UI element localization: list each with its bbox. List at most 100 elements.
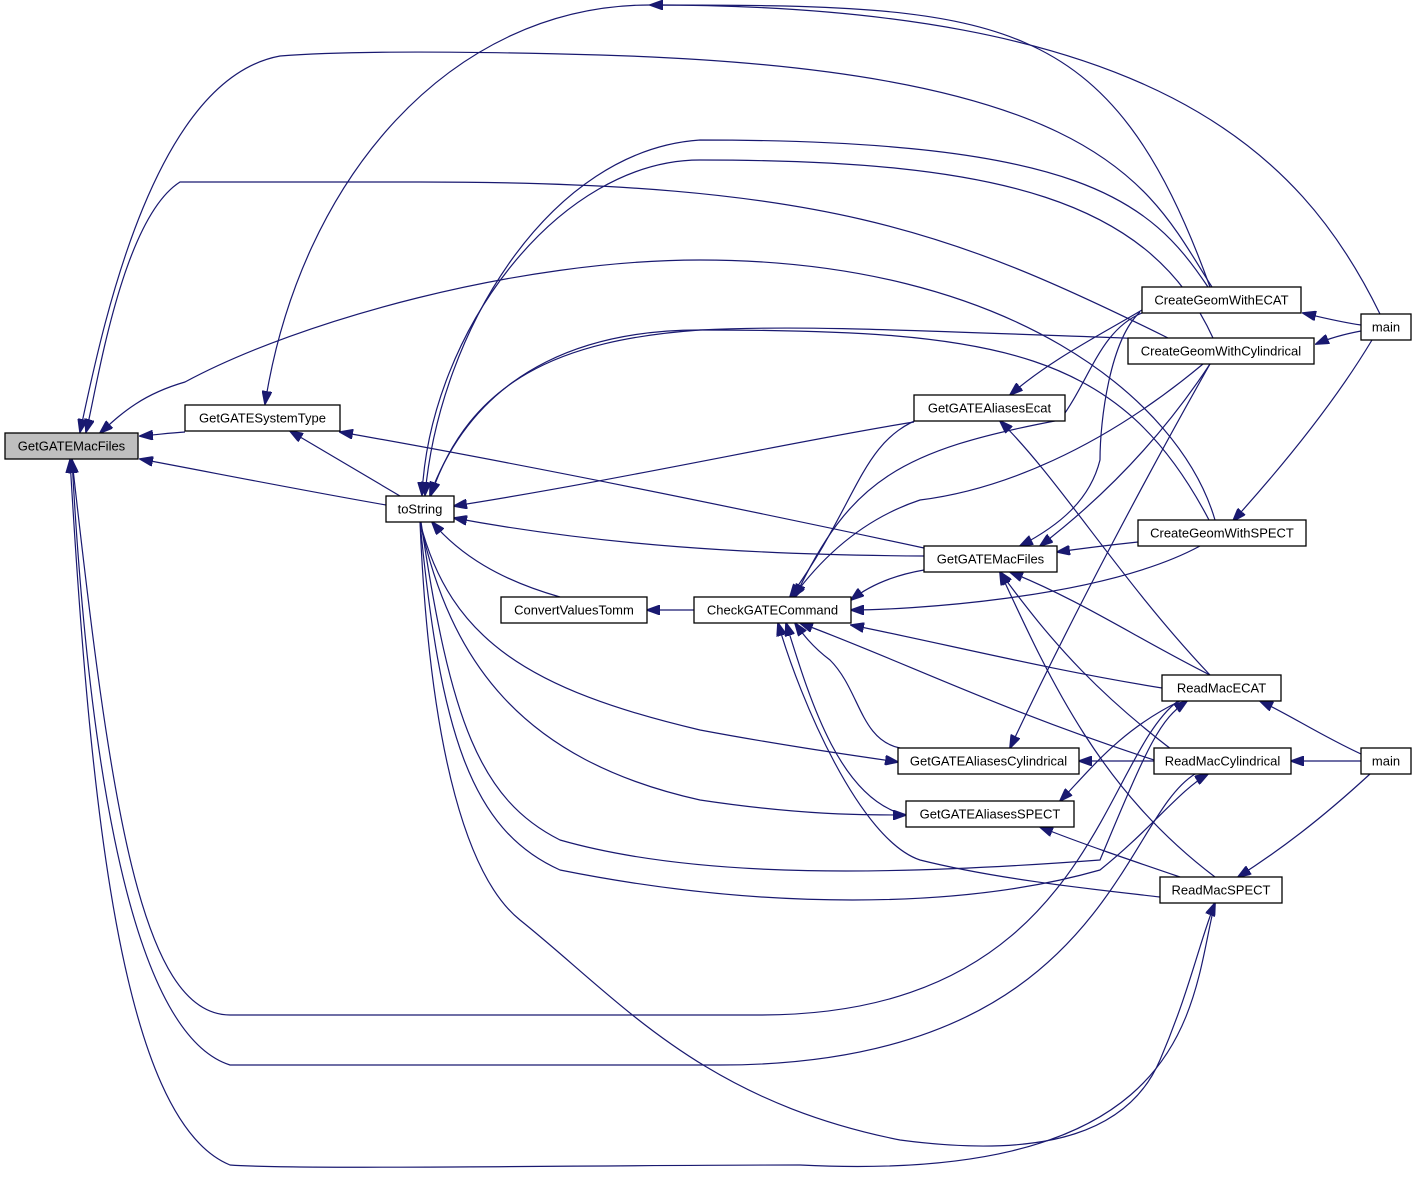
node-label: ReadMacSPECT — [1172, 883, 1271, 898]
edge-geomecat-to-macfiles2 — [1020, 311, 1141, 546]
node-main2[interactable]: main — [1360, 747, 1412, 775]
node-label: GetGATEAliasesCylindrical — [910, 754, 1067, 769]
node-label: CreateGeomWithECAT — [1154, 293, 1288, 308]
node-box — [500, 596, 648, 624]
edge-macfiles2-to-tostring — [454, 518, 925, 557]
edge-readcyl-to-root — [72, 460, 1196, 1066]
edge-ecatalias-to-check — [790, 416, 925, 597]
edge-readecat-to-check — [851, 625, 1163, 689]
node-readecat[interactable]: ReadMacECAT — [1161, 674, 1282, 702]
node-systype[interactable]: GetGATESystemType — [184, 404, 341, 432]
edge-tostring-to-readcyl — [419, 521, 1208, 901]
edge-geomspect-to-macfiles2 — [1057, 541, 1139, 552]
node-box — [1360, 313, 1412, 341]
node-label: ReadMacECAT — [1177, 681, 1266, 696]
edge-geomecat-to-systype — [265, 4, 1211, 404]
node-box — [923, 545, 1058, 573]
node-geomcyl[interactable]: CreateGeomWithCylindrical — [1127, 337, 1315, 365]
edge-tostring-to-readecat — [420, 521, 1187, 872]
edge-readecat-to-root — [72, 460, 1179, 1016]
node-box — [184, 404, 341, 432]
edge-convert-to-tostring — [432, 522, 561, 598]
node-box — [905, 800, 1075, 828]
edge-readspect-to-check — [778, 623, 1161, 898]
node-label: GetGATESystemType — [199, 411, 326, 426]
edge-geomcyl-to-tostring — [422, 159, 1214, 495]
node-cylalias[interactable]: GetGATEAliasesCylindrical — [897, 747, 1080, 775]
node-label: ConvertValuesTomm — [514, 603, 634, 618]
node-box — [1159, 876, 1283, 904]
node-box — [897, 747, 1080, 775]
node-readcyl[interactable]: ReadMacCylindrical — [1153, 747, 1292, 775]
edge-readspect-to-macfiles2 — [1000, 572, 1216, 878]
node-box — [913, 394, 1066, 422]
edge-geomecat-to-tostring — [425, 139, 1209, 495]
node-label: GetGATEAliasesEcat — [928, 401, 1052, 416]
node-box — [1360, 747, 1412, 775]
edge-readecat-to-ecatalias — [1000, 421, 1211, 676]
edge-spectalias-to-check — [786, 623, 907, 816]
node-label: CheckGATECommand — [707, 603, 838, 618]
node-main1[interactable]: main — [1360, 313, 1412, 341]
node-label: GetGATEAliasesSPECT — [920, 807, 1061, 822]
edge-geomspect-to-root — [100, 259, 1216, 521]
node-label: ReadMacCylindrical — [1165, 754, 1281, 769]
edge-readecat-to-spectalias — [1060, 700, 1181, 801]
node-label: GetGATEMacFiles — [937, 552, 1045, 567]
node-box — [1141, 286, 1302, 314]
edge-macfiles2-to-systype — [340, 432, 925, 549]
node-root[interactable]: GetGATEMacFiles — [4, 432, 139, 460]
node-box — [1127, 337, 1315, 365]
edge-tostring-to-cylalias — [419, 521, 898, 762]
node-box — [693, 596, 852, 624]
node-label: CreateGeomWithCylindrical — [1141, 344, 1301, 359]
edge-readspect-to-spectalias — [1040, 827, 1181, 878]
node-box — [385, 495, 455, 523]
edge-geomcyl-to-root — [86, 181, 1169, 432]
graph-edges — [70, 4, 1381, 1168]
node-box — [1161, 674, 1282, 702]
edge-geomecat-to-root — [80, 51, 1213, 432]
edge-readcyl-to-check — [800, 623, 1155, 761]
node-check[interactable]: CheckGATECommand — [693, 596, 852, 624]
node-label: main — [1372, 320, 1400, 335]
edge-tostring-to-root — [140, 459, 387, 506]
edge-main2-to-readspect — [1238, 773, 1371, 877]
edge-systype-to-root — [140, 432, 186, 436]
node-tostring[interactable]: toString — [385, 495, 455, 523]
edge-geomcyl-to-check — [793, 363, 1204, 597]
node-convert[interactable]: ConvertValuesTomm — [500, 596, 648, 624]
edge-main2-to-readecat — [1260, 701, 1362, 755]
edge-tostring-to-readspect — [419, 521, 1215, 1147]
edge-tostring-to-systype — [290, 431, 401, 497]
edge-ecatalias-to-tostring — [454, 421, 915, 506]
edge-main1-to-systype — [650, 5, 1381, 315]
node-geomecat[interactable]: CreateGeomWithECAT — [1141, 286, 1302, 314]
edge-geomecat-to-ecatalias — [1010, 309, 1143, 395]
node-readspect[interactable]: ReadMacSPECT — [1159, 876, 1283, 904]
edge-main1-to-geomecat — [1303, 313, 1362, 326]
edge-macfiles2-to-check — [851, 569, 925, 600]
edge-geomcyl-to-macfiles2 — [1040, 363, 1211, 546]
node-geomspect[interactable]: CreateGeomWithSPECT — [1137, 519, 1307, 547]
edge-readecat-to-macfiles2 — [1010, 572, 1211, 676]
node-box — [1137, 519, 1307, 547]
edge-geomspect-to-check — [851, 545, 1201, 610]
edge-geomecat-to-check — [795, 312, 1143, 597]
node-spectalias[interactable]: GetGATEAliasesSPECT — [905, 800, 1075, 828]
edge-readspect-to-root — [70, 460, 1216, 1168]
edge-main1-to-geomspect — [1233, 339, 1373, 521]
edge-tostring-to-spectalias — [419, 521, 906, 815]
edge-geomspect-to-tostring — [430, 329, 1210, 521]
node-box — [4, 432, 139, 460]
graph-nodes: GetGATEMacFiles GetGATESystemType toString… — [4, 286, 1412, 904]
node-ecatalias[interactable]: GetGATEAliasesEcat — [913, 394, 1066, 422]
edge-main1-to-geomcyl — [1316, 330, 1362, 344]
edge-readcyl-to-macfiles2 — [1000, 572, 1206, 775]
edge-geomecat-to-tostring — [431, 327, 1151, 495]
edge-geomcyl-to-cylalias — [1010, 363, 1211, 748]
node-macfiles2[interactable]: GetGATEMacFiles — [923, 545, 1058, 573]
edge-cylalias-to-check — [795, 623, 901, 749]
node-box — [1153, 747, 1292, 775]
